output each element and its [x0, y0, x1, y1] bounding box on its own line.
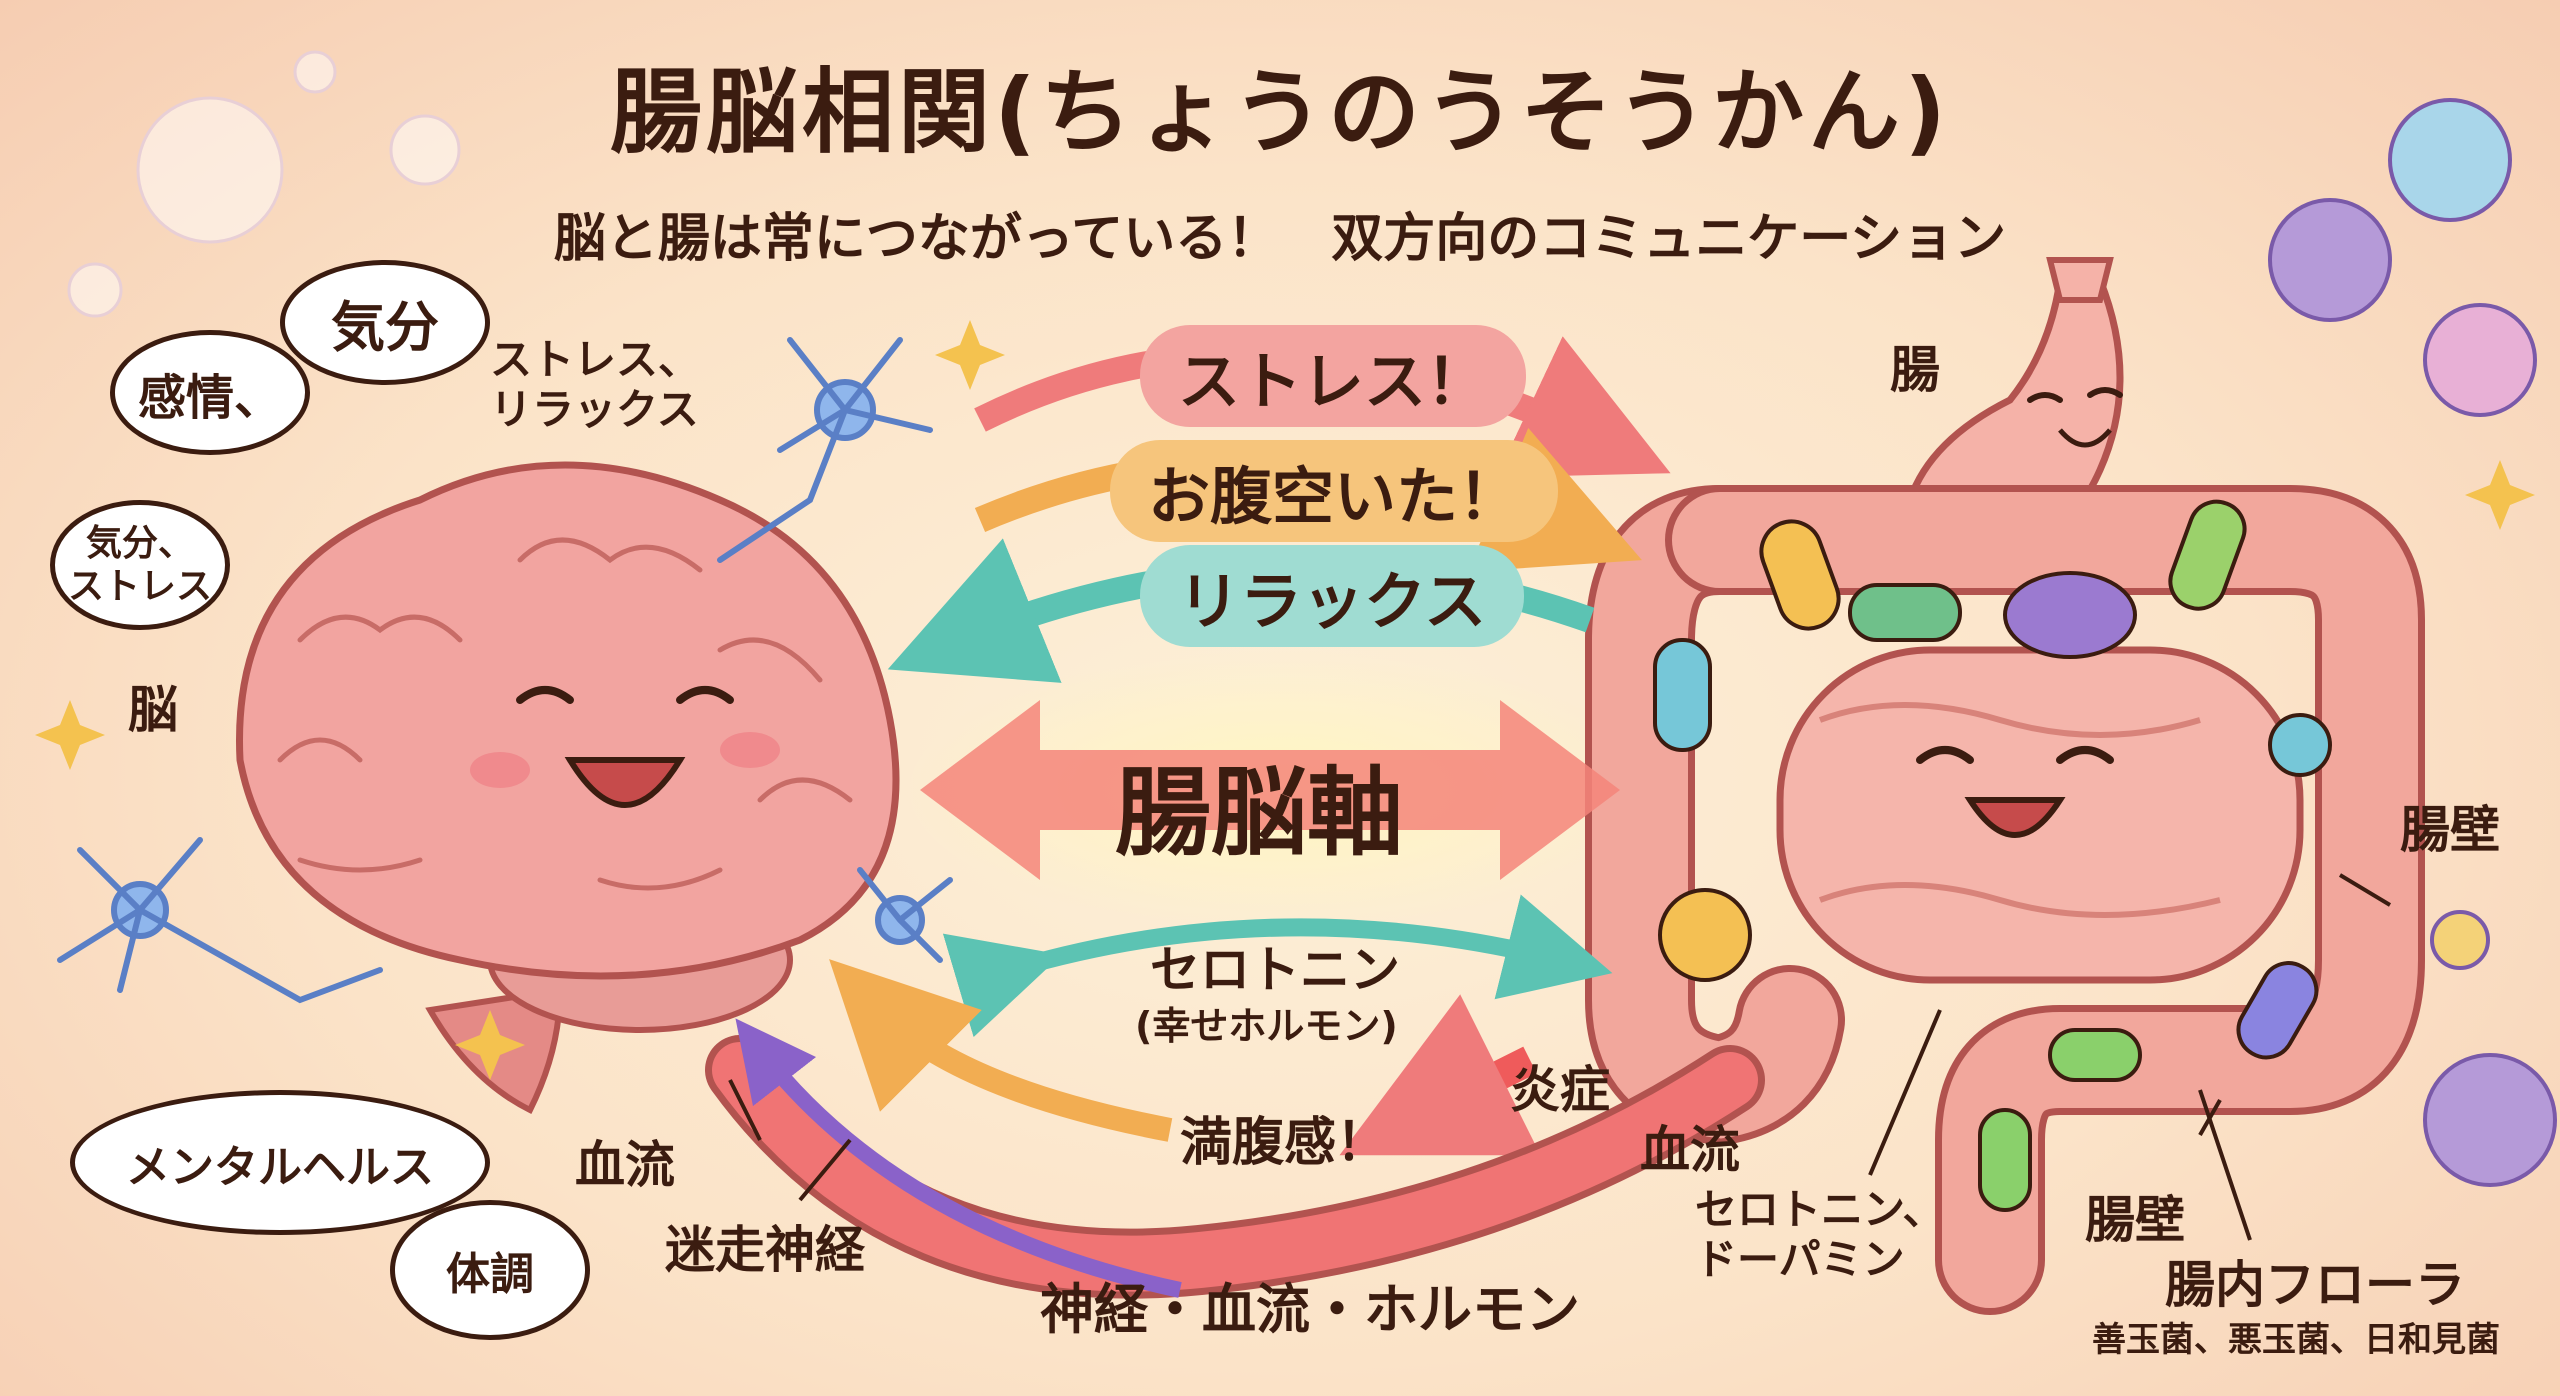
brain-label: 脳	[128, 681, 178, 739]
neuron-illustrations	[57, 337, 953, 1004]
flora-types-label: 善玉菌、悪玉菌、日和見菌	[2092, 1320, 2500, 1360]
inflammation-label: 炎症	[1510, 1061, 1610, 1119]
bubble-mental-health: メンタルヘルス	[70, 1090, 490, 1235]
bubble-kibun: 気分	[280, 260, 490, 385]
vagus-label: 迷走神経	[665, 1221, 865, 1279]
hungry-pill: お腹空いた！	[1110, 440, 1559, 542]
vagus-arrow	[735, 1018, 1182, 1298]
inflammation-arrow	[1339, 994, 1541, 1156]
blood-right-label: 血流	[1640, 1121, 1740, 1179]
serotonin-sub-label: (幸せホルモン)	[1135, 1004, 1398, 1048]
axis-label: 腸脳軸	[1115, 757, 1403, 869]
decorative-bubbles	[67, 50, 461, 318]
gut-brain-axis-arrow	[920, 700, 1620, 880]
relax-pill: リラックス	[1140, 545, 1525, 647]
blood-left-label: 血流	[575, 1136, 675, 1194]
bottom-label: 神経・血流・ホルモン	[1040, 1278, 1580, 1341]
sparkles	[35, 320, 2535, 1080]
bubble-kanjou: 感情、	[110, 330, 310, 455]
brain-illustration	[236, 461, 900, 1115]
gut-bacteria	[1653, 499, 2332, 1212]
flora-label: 腸内フローラ	[2165, 1256, 2465, 1314]
stress-pill: ストレス！	[1140, 325, 1527, 427]
full-arrow	[829, 959, 1173, 1142]
gut-label: 腸	[1890, 341, 1940, 399]
gut-wall-label-2: 腸壁	[2085, 1191, 2185, 1249]
gut-wall-label-1: 腸壁	[2400, 801, 2500, 859]
page-title: 腸脳相関(ちょうのうそうかん)	[609, 59, 1951, 166]
serotonin-arrow	[942, 894, 1613, 1038]
stress-relax-label: ストレス、 リラックス	[490, 335, 701, 435]
bubble-kibun-stress: 気分、 ストレス	[50, 500, 230, 630]
sero-dopa-label: セロトニン、 ドーパミン	[1695, 1185, 1945, 1285]
full-label: 満腹感！	[1180, 1113, 1389, 1173]
bubble-taichou: 体調	[390, 1200, 590, 1340]
serotonin-label: セロトニン	[1150, 941, 1400, 999]
leader-lines	[728, 873, 2392, 1241]
page-subtitle: 脳と腸は常につながっている！ 双方向のコミュニケーション	[553, 209, 2007, 269]
gut-illustration	[1585, 257, 2425, 1315]
immune-cells	[2268, 98, 2557, 1187]
